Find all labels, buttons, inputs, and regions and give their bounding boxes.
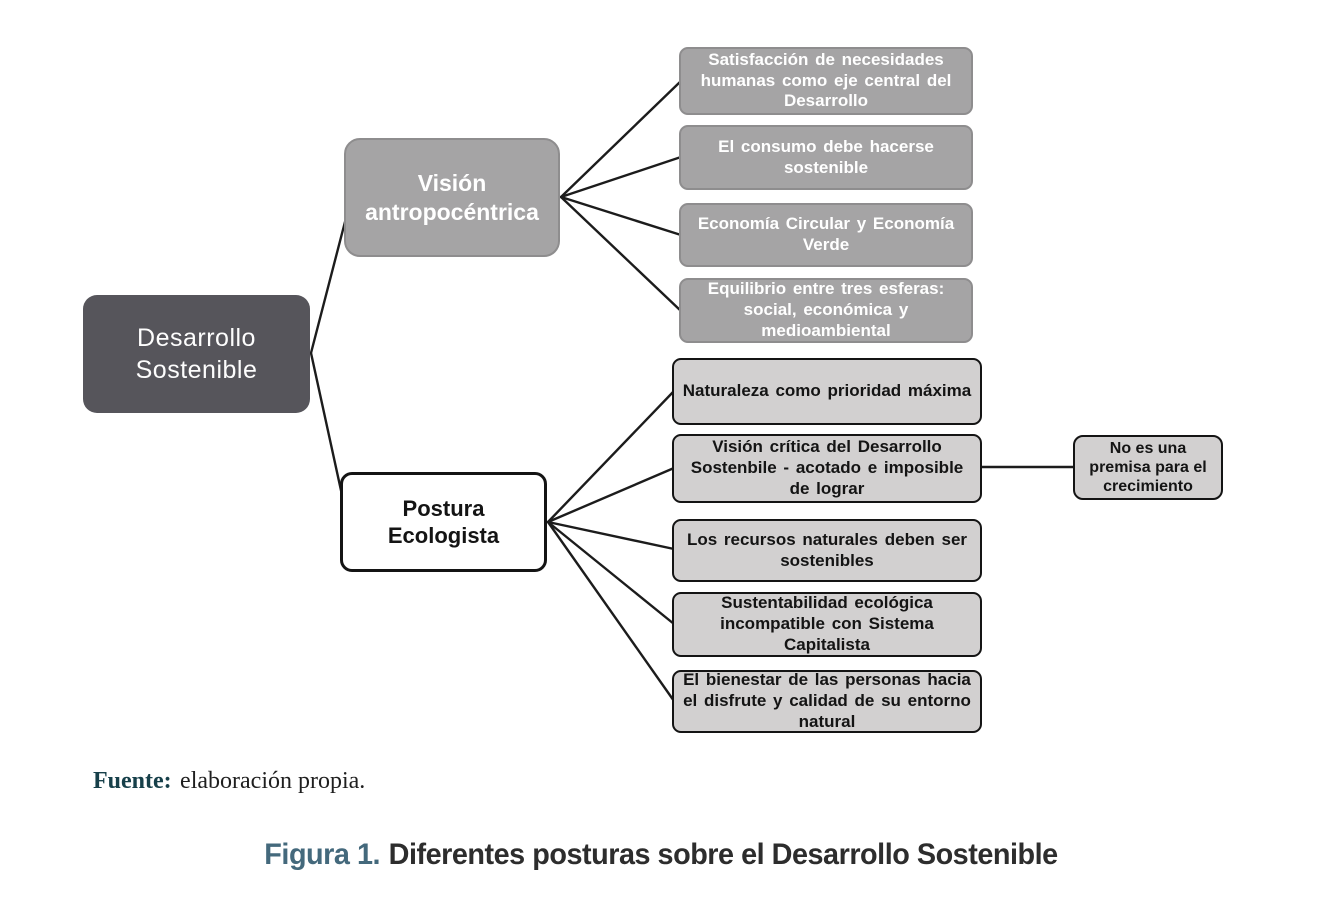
node-satisfaccion-necesidades: Satisfacción de necesidades humanas como… bbox=[679, 47, 973, 115]
connector-line bbox=[559, 155, 683, 199]
connector-line bbox=[309, 216, 348, 355]
node-naturaleza-prioridad: Naturaleza como prioridad máxima bbox=[672, 358, 982, 425]
connector-line bbox=[546, 389, 676, 524]
node-sustentabilidad-ecologica: Sustentabilidad ecológica incompatible c… bbox=[672, 592, 982, 657]
node-no-premisa-crecimiento: No es una premisa para el crecimiento bbox=[1073, 435, 1223, 500]
figure-title: Diferentes posturas sobre el Desarrollo … bbox=[388, 838, 1058, 871]
node-economia-circular: Economía Circular y Economía Verde bbox=[679, 203, 973, 267]
node-recursos-naturales: Los recursos naturales deben ser sosteni… bbox=[672, 519, 982, 582]
connector-line bbox=[559, 79, 683, 199]
source-text: elaboración propia. bbox=[180, 768, 366, 794]
node-desarrollo-sostenible: Desarrollo Sostenible bbox=[83, 295, 310, 413]
connector-line bbox=[546, 520, 676, 703]
connector-line bbox=[559, 195, 683, 313]
node-postura-ecologista: Postura Ecologista bbox=[340, 472, 547, 572]
node-consumo-sostenible: El consumo debe hacerse sostenible bbox=[679, 125, 973, 190]
node-vision-critica: Visión crítica del Desarrollo Sostenbile… bbox=[672, 434, 982, 503]
source-note: Fuente: elaboración propia. bbox=[93, 768, 365, 795]
connector-line bbox=[546, 520, 676, 551]
node-equilibrio-esferas: Equilibrio entre tres esferas: social, e… bbox=[679, 278, 973, 343]
node-bienestar-personas: El bienestar de las personas hacia el di… bbox=[672, 670, 982, 733]
figure-caption: Figura 1.Diferentes posturas sobre el De… bbox=[26, 838, 1295, 872]
node-vision-antropocentrica: Visión antropocéntrica bbox=[344, 138, 560, 257]
source-label: Fuente: bbox=[93, 768, 172, 794]
figure-number: Figura 1. bbox=[264, 838, 381, 871]
connector-line bbox=[546, 466, 676, 524]
connector-line bbox=[546, 520, 676, 626]
connector-line bbox=[309, 351, 344, 497]
connector-line bbox=[559, 195, 683, 237]
